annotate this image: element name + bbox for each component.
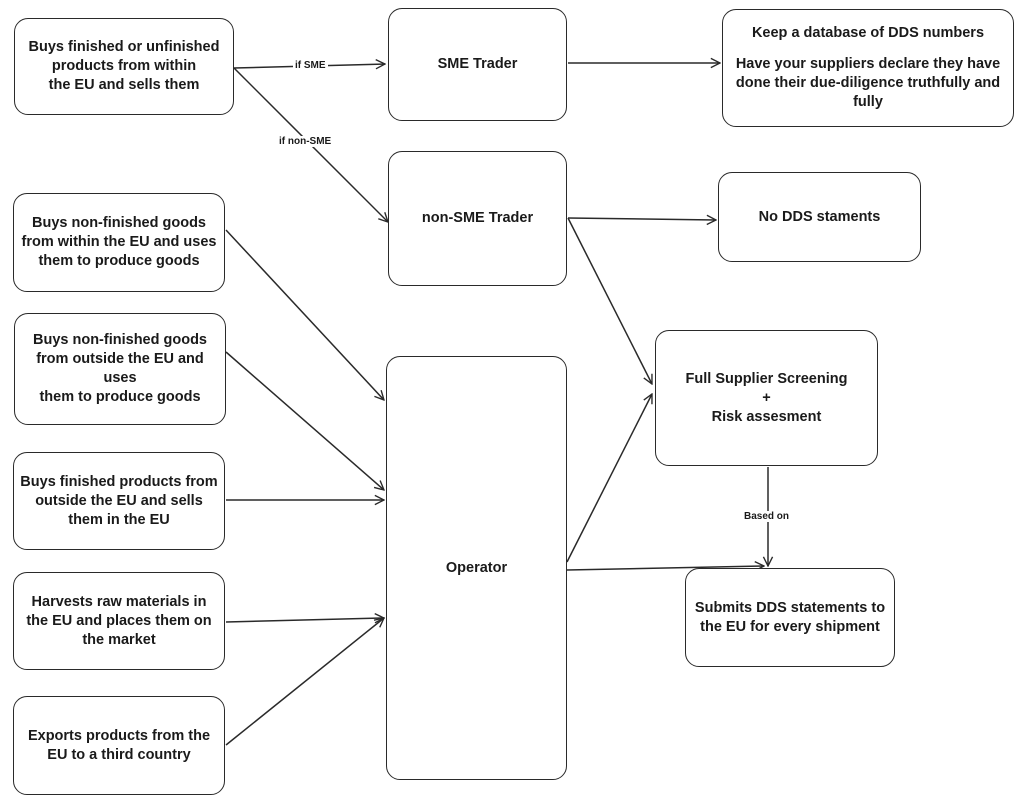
node-non-sme-trader: non-SME Trader	[388, 151, 567, 286]
node-no-dds: No DDS staments	[718, 172, 921, 262]
node-full-screening: Full Supplier Screening + Risk assesment	[655, 330, 878, 466]
node-keep-database-line1: Keep a database of DDS numbers	[751, 25, 985, 41]
node-full-screening-text: Full Supplier Screening + Risk assesment	[685, 370, 848, 425]
node-buys-nonfinished-outside: Buys non-finished goods from outside the…	[14, 313, 226, 425]
node-sme-trader: SME Trader	[388, 8, 567, 121]
node-keep-database: Keep a database of DDS numbers Have your…	[722, 9, 1014, 127]
node-exports-products-text: Exports products from the EU to a third …	[27, 727, 211, 763]
node-harvests-raw: Harvests raw materials in the EU and pla…	[13, 572, 225, 670]
node-sme-trader-text: SME Trader	[437, 56, 518, 72]
edge-nonsme-to-screening	[567, 217, 652, 384]
label-if-non-sme: if non-SME	[277, 136, 334, 147]
edge-outside-nonfinished-to-operator	[225, 351, 384, 490]
node-submits-dds-text: Submits DDS statements to the EU for eve…	[694, 599, 886, 635]
edge-exports-to-operator	[225, 618, 384, 746]
node-harvests-raw-text: Harvests raw materials in the EU and pla…	[26, 593, 212, 648]
node-no-dds-text: No DDS staments	[758, 208, 881, 225]
node-keep-database-line2: Have your suppliers declare they have do…	[735, 56, 1001, 110]
edge-within-to-operator	[225, 229, 384, 400]
edge-nonsme-to-nodds	[567, 218, 716, 220]
label-based-on: Based on	[742, 511, 792, 522]
node-buys-eu-sells-text: Buys finished or unfinished products fro…	[28, 39, 220, 93]
node-buys-eu-sells: Buys finished or unfinished products fro…	[14, 18, 234, 115]
node-operator: Operator	[386, 356, 567, 780]
node-operator-text: Operator	[445, 559, 508, 576]
edge-operator-to-submits	[566, 566, 764, 570]
node-buys-finished-outside: Buys finished products from outside the …	[13, 452, 225, 550]
node-exports-products: Exports products from the EU to a third …	[13, 696, 225, 795]
node-buys-nonfinished-within: Buys non-finished goods from within the …	[13, 193, 225, 292]
edge-harvests-to-operator	[225, 618, 384, 622]
label-if-sme: if SME	[293, 60, 328, 71]
node-non-sme-trader-text: non-SME Trader	[421, 210, 534, 226]
edge-operator-to-screening	[566, 394, 652, 563]
node-buys-finished-outside-text: Buys finished products from outside the …	[20, 473, 218, 528]
node-buys-nonfinished-outside-text: Buys non-finished goods from outside the…	[33, 332, 207, 405]
node-submits-dds: Submits DDS statements to the EU for eve…	[685, 568, 895, 667]
node-buys-nonfinished-within-text: Buys non-finished goods from within the …	[21, 215, 217, 269]
